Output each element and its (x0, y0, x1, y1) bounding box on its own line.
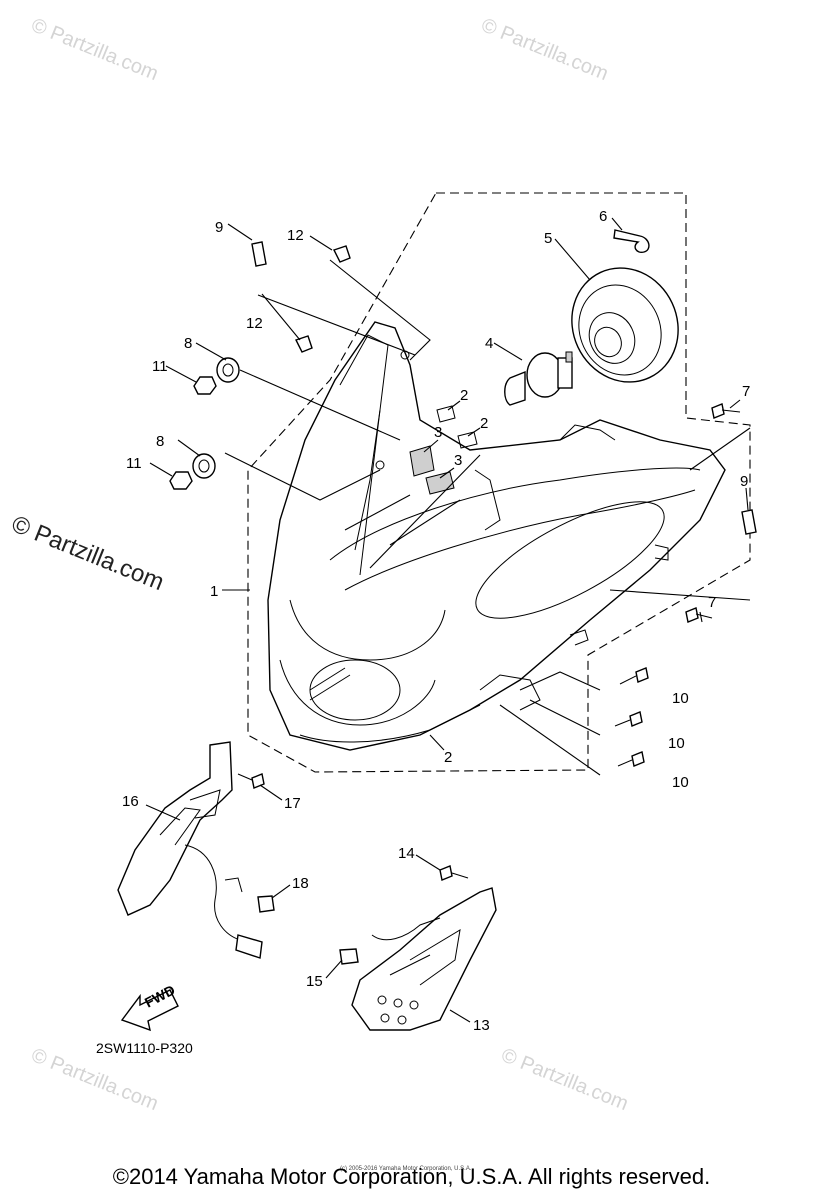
callout-5: 5 (544, 230, 552, 247)
callout-10: 10 (668, 735, 685, 752)
callout-2: 2 (480, 415, 488, 432)
callout-14: 14 (398, 845, 415, 862)
callout-3: 3 (434, 424, 442, 441)
callout-15: 15 (306, 973, 323, 990)
callout-10: 10 (672, 774, 689, 791)
right-turn-signal (339, 887, 497, 1031)
callout-6: 6 (599, 208, 607, 225)
copyright-notice: ©2014 Yamaha Motor Corporation, U.S.A. A… (112, 1164, 711, 1189)
callout-4: 4 (485, 335, 493, 352)
callout-2: 2 (460, 387, 468, 404)
bulb-cover (571, 267, 679, 383)
callout-11: 11 (152, 358, 168, 375)
callout-7: 7 (708, 594, 716, 611)
diagram-code: 2SW1110-P320 (96, 1040, 193, 1056)
grommets-and-nuts (169, 241, 757, 535)
callout-12: 12 (246, 315, 263, 332)
callout-10: 10 (672, 690, 689, 707)
callout-13: 13 (473, 1017, 490, 1034)
callout-3: 3 (454, 452, 462, 469)
callout-9: 9 (215, 219, 223, 236)
callout-18: 18 (292, 875, 309, 892)
callout-numbers: 1 2 2 2 3 3 4 5 6 7 7 8 8 9 9 10 10 10 1… (122, 208, 750, 1034)
callout-17: 17 (284, 795, 301, 812)
left-turn-signal (117, 741, 275, 959)
callout-1: 1 (210, 583, 218, 600)
callout-8: 8 (184, 335, 192, 352)
callout-11: 11 (126, 455, 142, 472)
screws (237, 403, 741, 881)
assembly-outline (247, 192, 751, 773)
callout-8: 8 (156, 433, 164, 450)
callout-2: 2 (444, 749, 452, 766)
fwd-arrow: FWD (120, 982, 179, 1032)
headlight-housing (267, 321, 726, 751)
watermark-text: © Partzilla.com (478, 14, 611, 85)
watermark-text: © Partzilla.com (8, 511, 168, 597)
callout-16: 16 (122, 793, 139, 810)
headlight-bulb (504, 351, 573, 406)
fine-print: (c) 2005-2016 Yamaha Motor Corporation, … (340, 1166, 472, 1172)
callout-7: 7 (742, 383, 750, 400)
wire-clamp (613, 229, 650, 254)
leader-lines (145, 217, 751, 1023)
watermark-text: © Partzilla.com (28, 14, 161, 85)
callout-12: 12 (287, 227, 304, 244)
watermark-text: © Partzilla.com (498, 1044, 631, 1115)
callout-9: 9 (740, 473, 748, 490)
